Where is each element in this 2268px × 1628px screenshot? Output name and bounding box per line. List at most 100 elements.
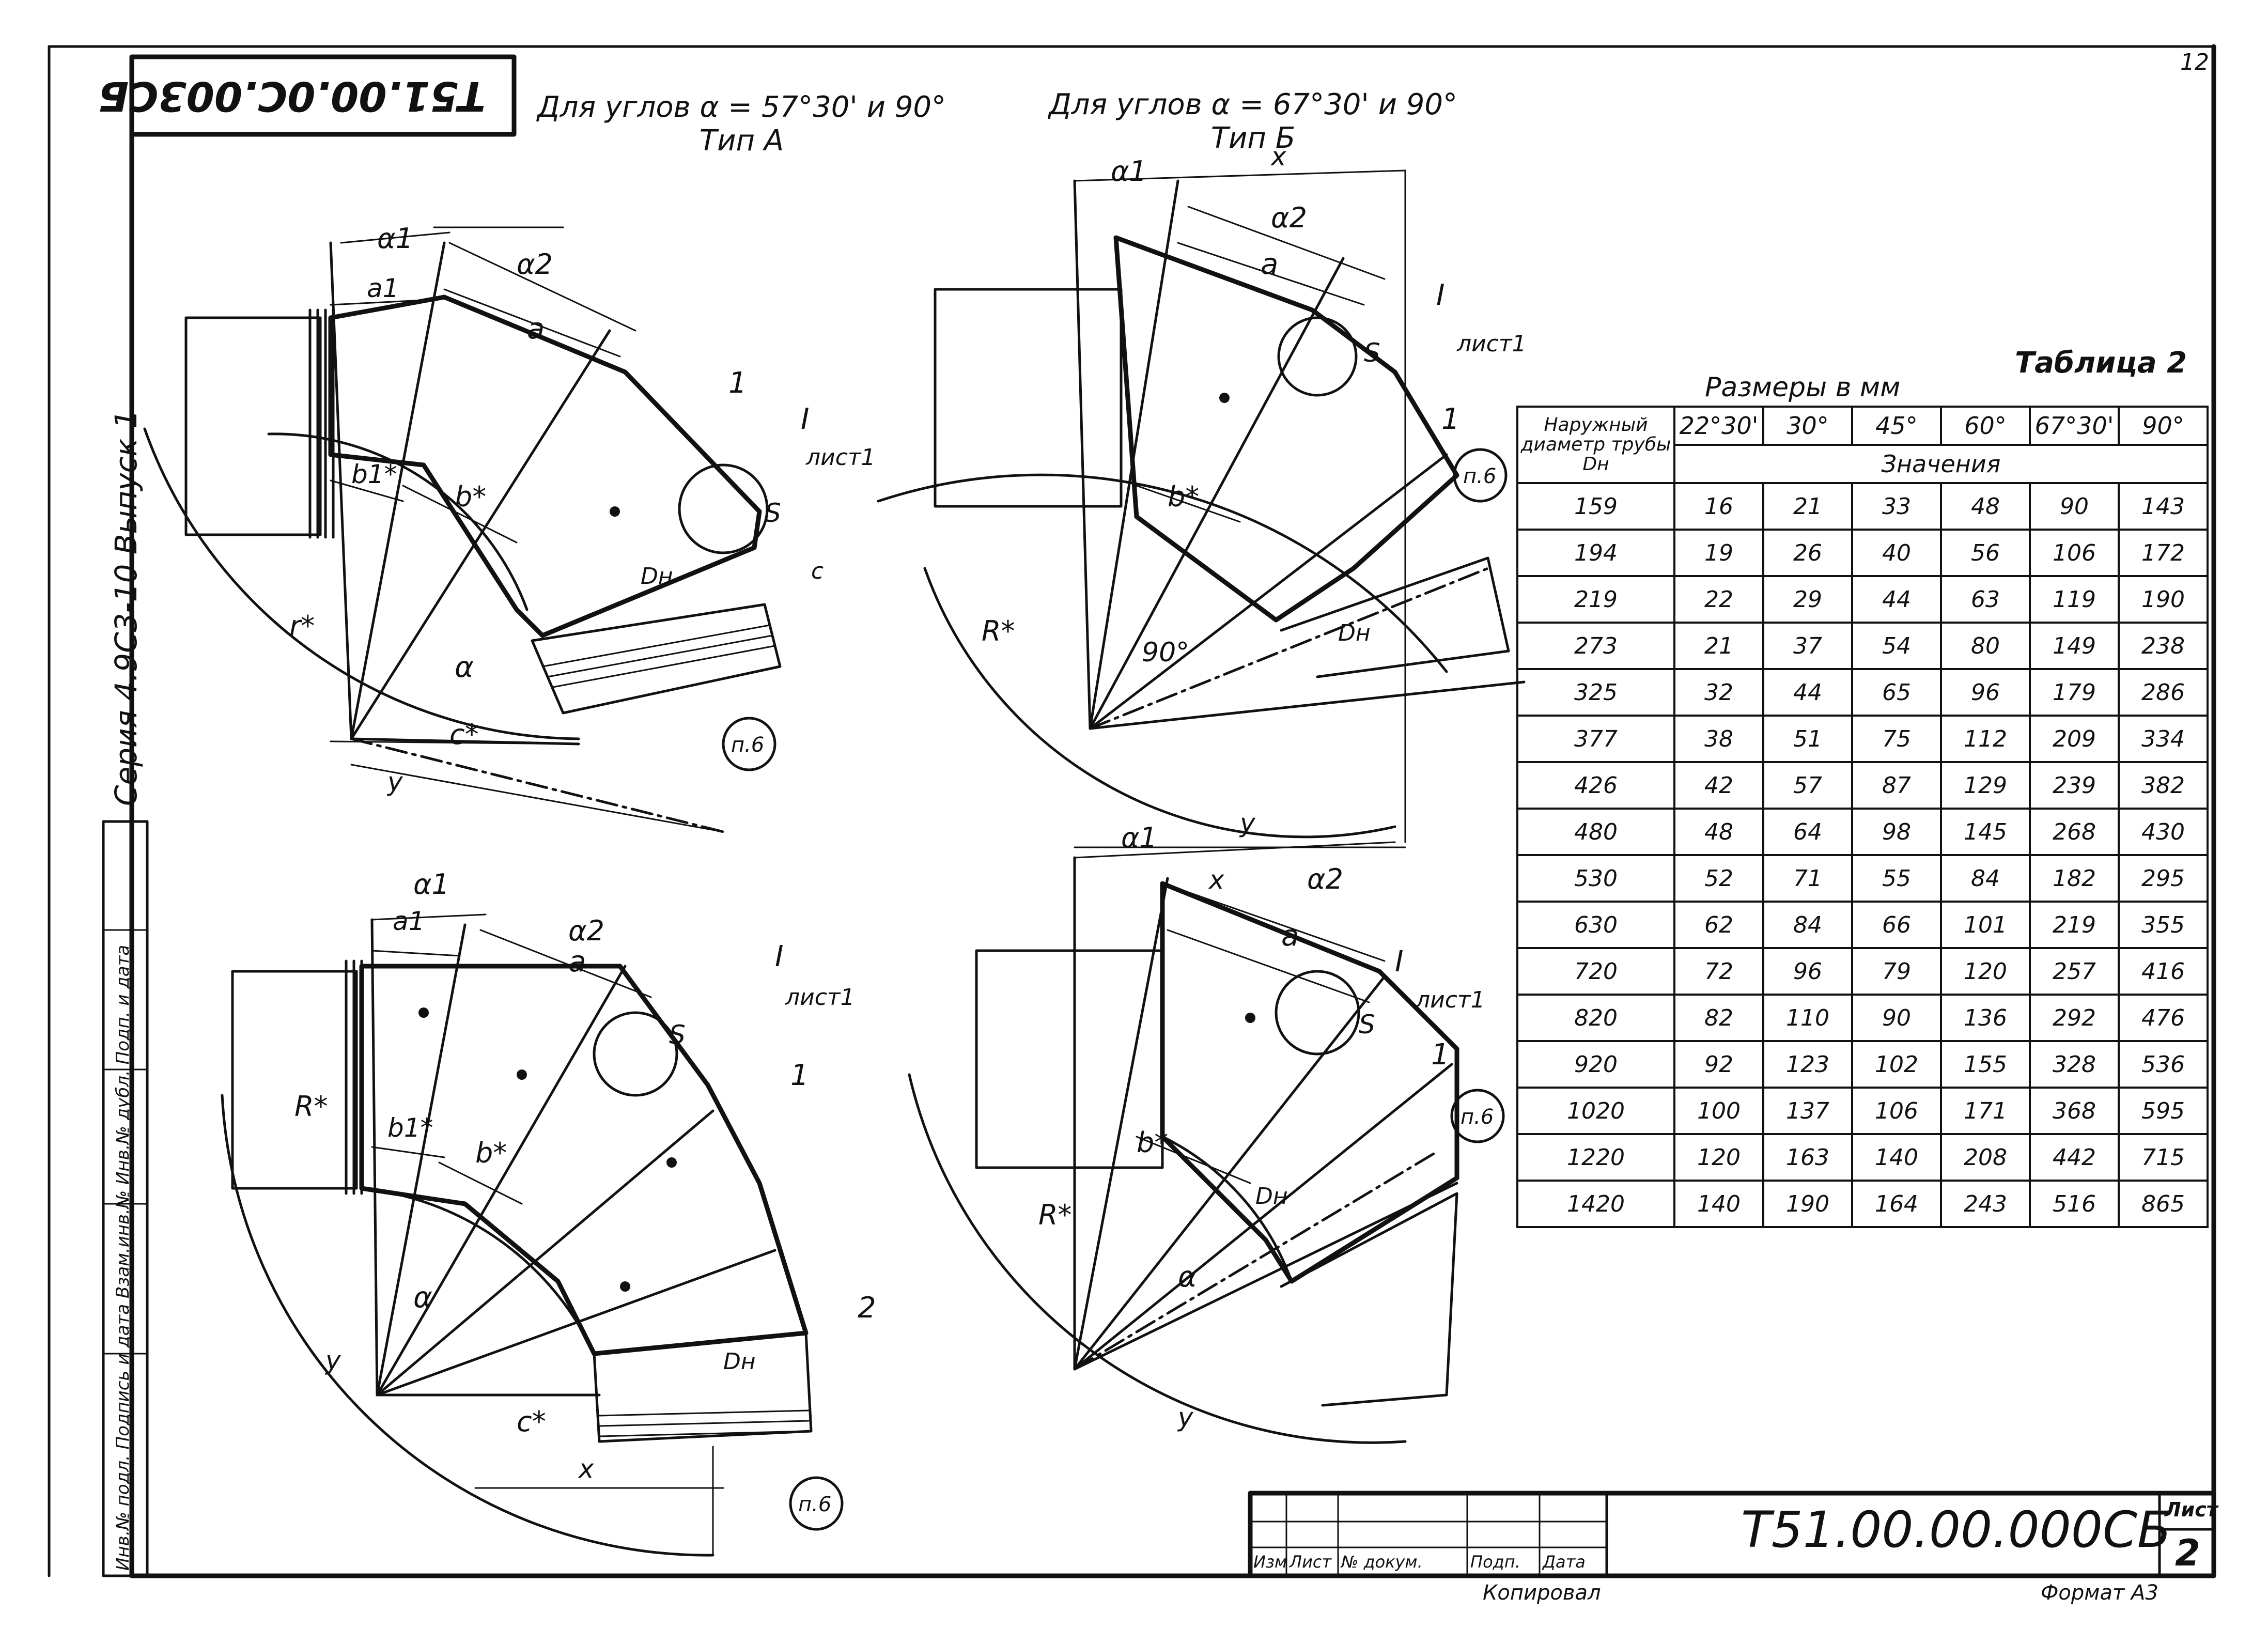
value-cell: 442 [2029, 1133, 2120, 1182]
svg-text:b*: b* [455, 480, 486, 513]
svg-text:c: c [811, 558, 824, 584]
diameter-cell: 1420 [1516, 1180, 1675, 1228]
svg-text:r*: r* [289, 610, 315, 642]
value-cell: 120 [1940, 947, 2031, 996]
svg-text:y: y [324, 1345, 341, 1375]
value-cell: 57 [1762, 761, 1853, 810]
svg-text:α: α [413, 1281, 432, 1314]
value-cell: 82 [1673, 994, 1764, 1042]
value-cell: 355 [2118, 901, 2209, 949]
value-cell: 66 [1851, 901, 1942, 949]
title-block-col-label: Лист [1290, 1552, 1332, 1572]
table-caption: Таблица 2 [2015, 346, 2187, 380]
svg-text:Dн: Dн [723, 1348, 756, 1375]
value-cell: 90 [1851, 994, 1942, 1042]
svg-text:S: S [669, 1020, 686, 1050]
value-cell: 295 [2118, 854, 2209, 903]
value-cell: 106 [1851, 1087, 1942, 1135]
svg-text:α1: α1 [413, 868, 449, 901]
svg-text:α1: α1 [377, 222, 413, 255]
sheet-number: 2 [2175, 1532, 2200, 1574]
value-cell: 208 [1940, 1133, 2031, 1182]
copied-label: Копировал [1483, 1581, 1601, 1605]
value-cell: 106 [2029, 529, 2120, 577]
svg-text:x: x [1208, 865, 1224, 895]
svg-text:I: I [1395, 945, 1404, 979]
value-cell: 92 [1673, 1040, 1764, 1089]
value-cell: 56 [1940, 529, 2031, 577]
diameter-cell: 530 [1516, 854, 1675, 903]
value-cell: 79 [1851, 947, 1942, 996]
format-label: Формат А3 [2041, 1581, 2158, 1605]
value-cell: 120 [1673, 1133, 1764, 1182]
value-cell: 40 [1851, 529, 1942, 577]
header-type-a: Для углов α = 57°30' и 90° Тип А [537, 90, 946, 158]
value-cell: 238 [2118, 622, 2209, 670]
svg-text:Dн: Dн [1255, 1183, 1288, 1210]
value-cell: 102 [1851, 1040, 1942, 1089]
svg-text:x: x [578, 1454, 594, 1484]
diameter-cell: 377 [1516, 715, 1675, 763]
value-cell: 16 [1673, 482, 1764, 531]
value-cell: 84 [1940, 854, 2031, 903]
svg-text:п.6: п.6 [1461, 1105, 1494, 1129]
diameter-cell: 820 [1516, 994, 1675, 1042]
value-cell: 179 [2029, 668, 2120, 717]
value-cell: 80 [1940, 622, 2031, 670]
value-cell: 163 [1762, 1133, 1853, 1182]
value-cell: 21 [1762, 482, 1853, 531]
diameter-cell: 273 [1516, 622, 1675, 670]
value-cell: 22 [1673, 575, 1764, 624]
diameter-cell: 720 [1516, 947, 1675, 996]
svg-text:п.6: п.6 [731, 733, 764, 757]
diameter-cell: 920 [1516, 1040, 1675, 1089]
svg-text:лист1: лист1 [805, 444, 876, 471]
elbow-type-a-top-labels: α1 α2 a1 a b1* b* r* α c* y Dн 1 S c I л… [289, 222, 876, 797]
title-block-col-label: № докум. [1341, 1552, 1423, 1572]
svg-text:b*: b* [1168, 480, 1199, 513]
value-cell: 145 [1940, 808, 2031, 856]
title-block [1248, 1491, 2216, 1578]
svg-text:1: 1 [1441, 402, 1460, 436]
svg-text:c*: c* [517, 1405, 546, 1438]
sheet-frame [48, 44, 2216, 1578]
value-cell: 62 [1673, 901, 1764, 949]
value-cell: 29 [1762, 575, 1853, 624]
svg-text:I: I [801, 402, 810, 436]
value-cell: 209 [2029, 715, 2120, 763]
value-cell: 119 [2029, 575, 2120, 624]
row-header-cell: Наружный диаметр трубы Dн [1516, 406, 1675, 484]
svg-text:y: y [1177, 1402, 1194, 1432]
svg-text:лист1: лист1 [785, 984, 855, 1011]
svg-text:α2: α2 [1307, 863, 1343, 895]
value-cell: 286 [2118, 668, 2209, 717]
value-cell: 19 [1673, 529, 1764, 577]
elbow-type-b-top-labels: α1 x α2 a b* R* 90° Dн 1 S I лист1 п.6 [982, 142, 1527, 668]
value-cell: 21 [1673, 622, 1764, 670]
diameter-cell: 194 [1516, 529, 1675, 577]
svg-text:b1*: b1* [387, 1113, 433, 1143]
svg-text:2: 2 [858, 1291, 876, 1325]
page-number: 12 [2180, 49, 2209, 75]
header-type-b-line1: Для углов α = 67°30' и 90° [1049, 88, 1458, 121]
svg-text:α2: α2 [517, 248, 553, 281]
svg-text:α2: α2 [1271, 201, 1307, 234]
svg-text:α2: α2 [568, 914, 604, 947]
diameter-cell: 426 [1516, 761, 1675, 810]
header-type-b: Для углов α = 67°30' и 90° Тип Б [1049, 88, 1457, 155]
value-cell: 149 [2029, 622, 2120, 670]
value-cell: 90 [2029, 482, 2120, 531]
value-cell: 292 [2029, 994, 2120, 1042]
value-cell: 54 [1851, 622, 1942, 670]
svg-text:a: a [527, 312, 545, 346]
svg-text:1: 1 [1431, 1038, 1450, 1072]
svg-text:1: 1 [790, 1059, 809, 1092]
